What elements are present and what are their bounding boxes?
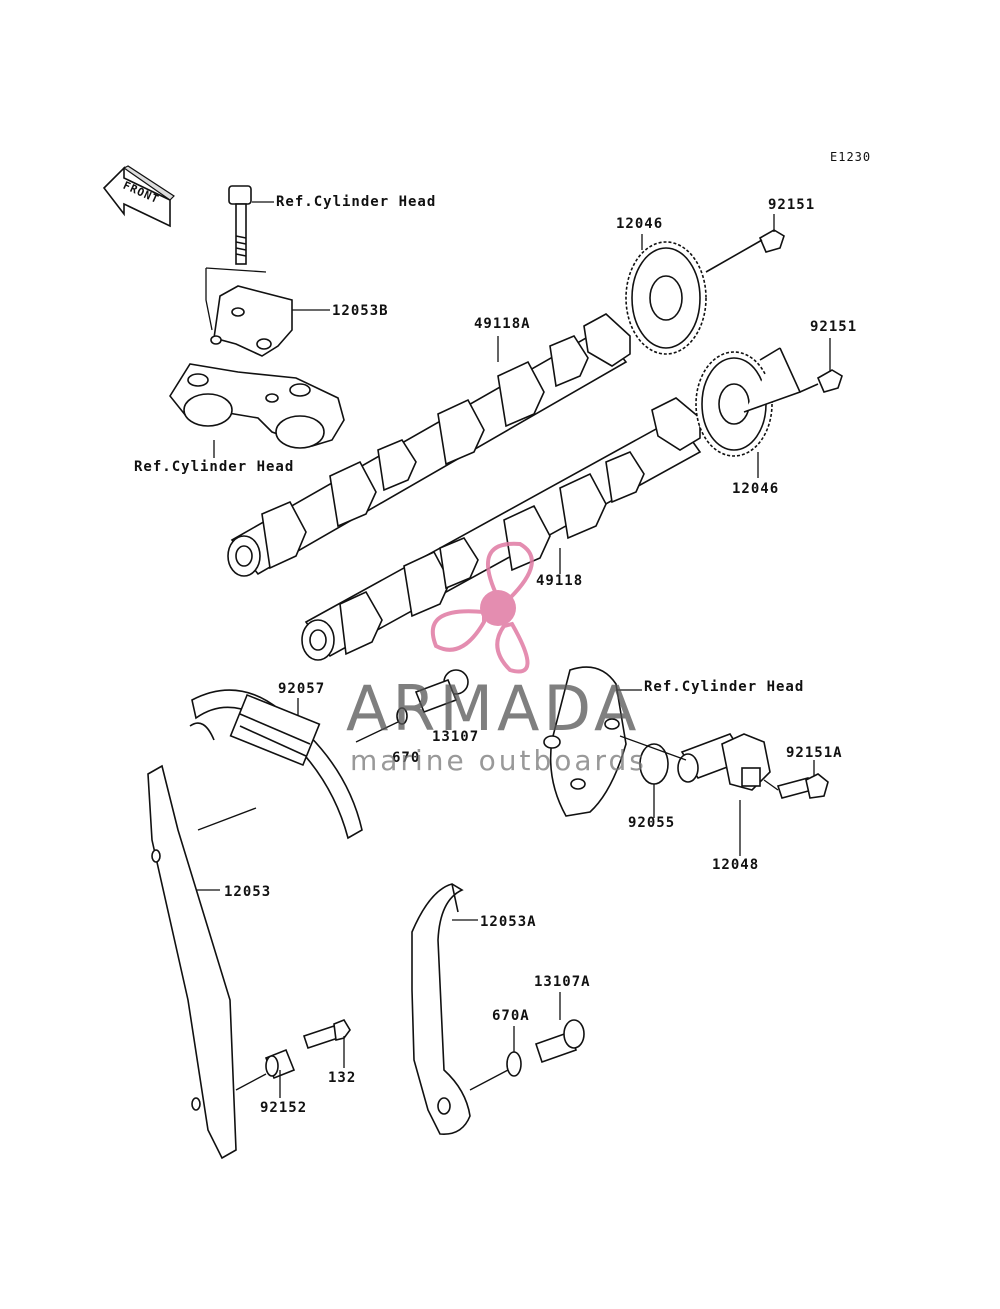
part-92055: 92055 <box>628 815 676 831</box>
part-12053: 12053 <box>224 884 272 900</box>
ref-cylinder-head-left: Ref.Cylinder Head <box>134 459 295 475</box>
chain-guide-12053a <box>411 883 471 1135</box>
o-ring-670a <box>506 1051 522 1077</box>
camshaft-49118a <box>227 313 631 577</box>
part-49118: 49118 <box>536 573 584 589</box>
part-12046-top: 12046 <box>616 216 664 232</box>
cam-chain-92057 <box>189 689 363 840</box>
part-49118a: 49118A <box>474 316 531 332</box>
part-670a: 670A <box>492 1008 530 1024</box>
part-12048: 12048 <box>712 857 760 873</box>
part-670: 670 <box>392 750 421 766</box>
collar-92152 <box>264 1048 296 1080</box>
watermark-tagline: marine outboards <box>350 744 647 777</box>
part-13107a: 13107A <box>534 974 591 990</box>
part-92151a: 92151A <box>786 745 843 761</box>
ref-cylinder-head-right: Ref.Cylinder Head <box>644 679 805 695</box>
head-bolt <box>228 185 252 265</box>
part-12053b: 12053B <box>332 303 389 319</box>
guide-bolt-13107 <box>396 669 469 725</box>
camshaft-cap <box>169 363 345 449</box>
cam-sprocket-12046-mid <box>695 351 773 457</box>
sprocket-bolt-92151-top <box>705 229 785 273</box>
armada-propeller-logo <box>430 541 534 674</box>
cam-chain-tensioner-12048 <box>677 733 771 791</box>
part-12053a: 12053A <box>480 914 537 930</box>
sprocket-bolt-92151-mid <box>743 347 843 413</box>
part-92152: 92152 <box>260 1100 308 1116</box>
chain-guide-bracket-12053b <box>210 285 293 357</box>
front-arrow-icon <box>102 165 175 228</box>
tensioner-bolt-92151a <box>776 773 829 799</box>
ref-cylinder-head-top: Ref.Cylinder Head <box>276 194 437 210</box>
diagram-code: E1230 <box>830 150 872 164</box>
camshaft-49118 <box>301 397 702 661</box>
chain-guide-12053 <box>147 764 237 1160</box>
guide-bolt-13107a <box>534 1019 585 1064</box>
cam-sprocket-12046-top <box>625 241 707 355</box>
cylinder-head-section <box>543 666 627 817</box>
part-92057: 92057 <box>278 681 326 697</box>
part-13107: 13107 <box>432 729 480 745</box>
part-92151-mid: 92151 <box>810 319 858 335</box>
part-132: 132 <box>328 1070 357 1086</box>
part-12046-mid: 12046 <box>732 481 780 497</box>
part-92151-top: 92151 <box>768 197 816 213</box>
bolt-132 <box>302 1019 351 1050</box>
watermark-name: ARMADA <box>346 672 641 745</box>
